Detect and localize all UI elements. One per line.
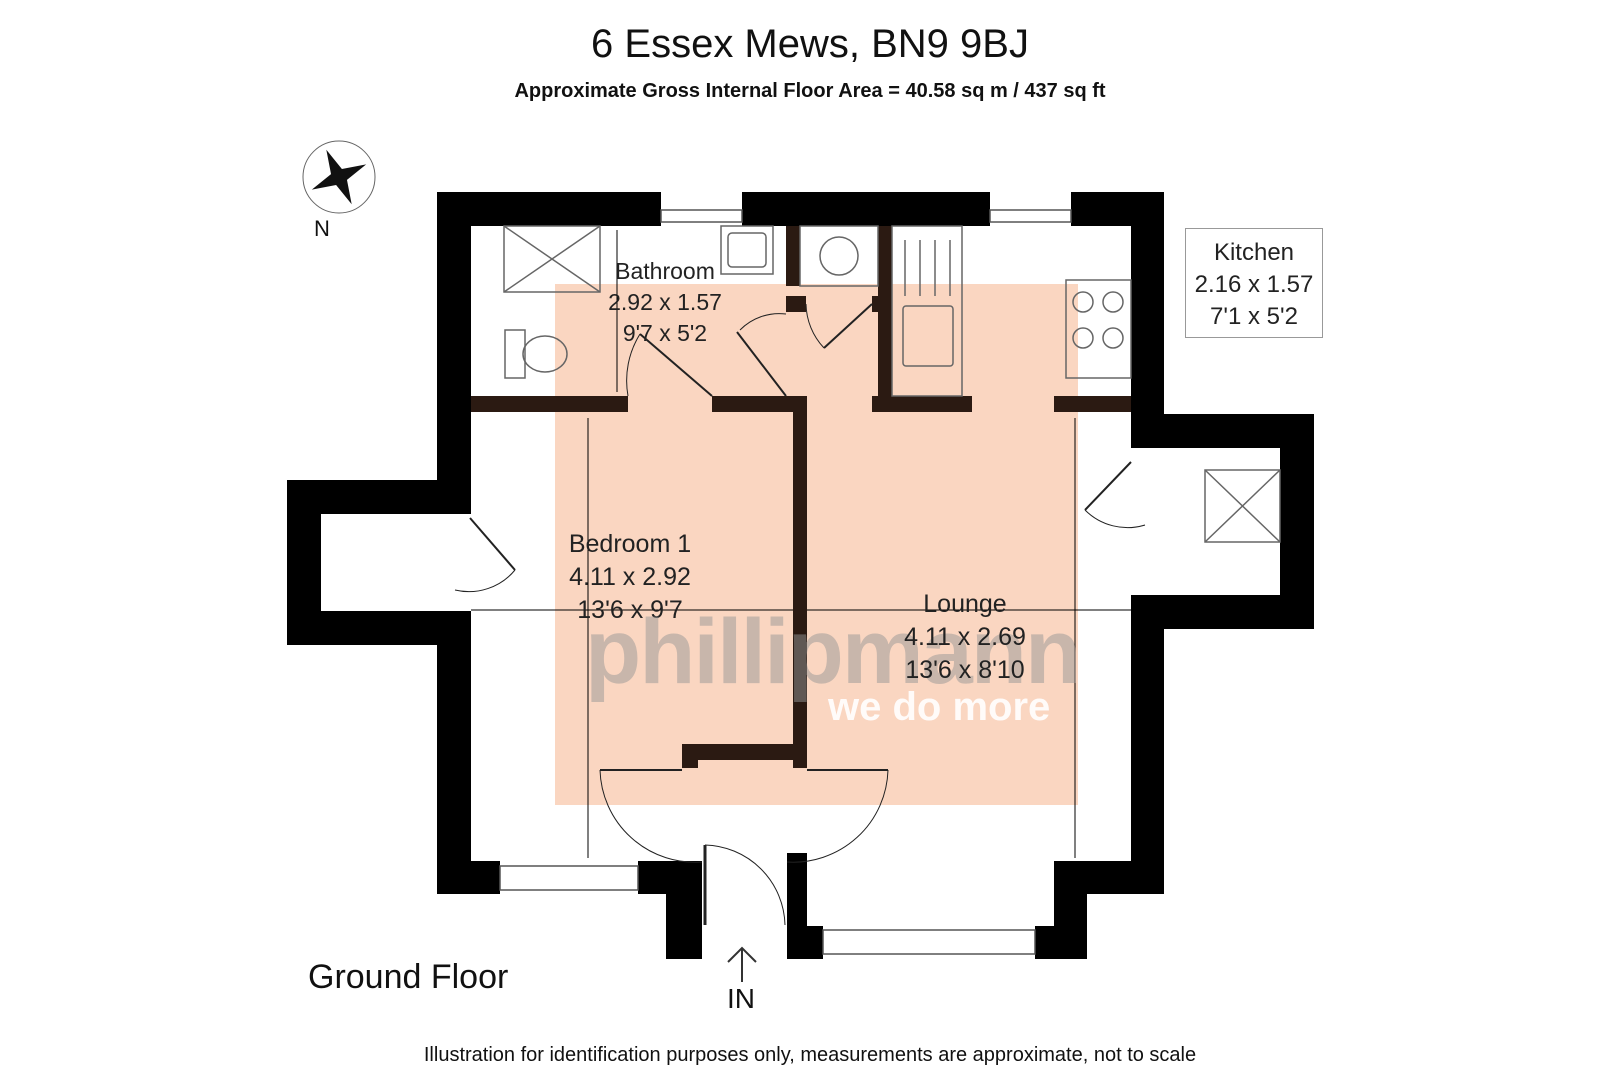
fixtures (503, 225, 1281, 543)
room-name: Lounge (923, 590, 1007, 618)
watermark-tagline: we do more (828, 685, 1051, 729)
room-name: Kitchen (1213, 239, 1295, 266)
room-imperial: 9'7 x 5'2 (622, 320, 708, 346)
room-imperial: 7'1 x 5'2 (1210, 303, 1298, 330)
floor-area-subtitle: Approximate Gross Internal Floor Area = … (514, 80, 1106, 102)
inner-walls (471, 226, 1131, 768)
dimension-markers (471, 230, 1131, 858)
door-swings (454, 303, 1146, 926)
floor-label: Ground Floor (308, 958, 509, 996)
room-lounge: Lounge 4.11 x 2.69 13'6 x 8'10 (880, 588, 1050, 687)
plan-title: 6 Essex Mews, BN9 9BJ (591, 22, 1029, 66)
room-metric: 4.11 x 2.92 (569, 563, 691, 591)
room-metric: 4.11 x 2.69 (904, 623, 1026, 651)
room-metric: 2.92 x 1.57 (608, 289, 722, 315)
disclaimer: Illustration for identification purposes… (423, 1044, 1197, 1066)
room-bathroom: Bathroom 2.92 x 1.57 9'7 x 5'2 (585, 256, 745, 349)
compass-north-label: N (314, 216, 330, 241)
room-name: Bathroom (615, 258, 715, 284)
entrance-label: IN (727, 983, 755, 1014)
outer-walls (287, 192, 1314, 959)
entrance-arrow-icon (727, 946, 757, 982)
windows (499, 209, 1072, 955)
room-imperial: 13'6 x 9'7 (577, 596, 683, 624)
watermark-box (555, 284, 1078, 805)
watermark-brand: phillipmann (585, 601, 1081, 703)
compass-rose-icon (302, 140, 376, 214)
room-kitchen: Kitchen 2.16 x 1.57 7'1 x 5'2 (1185, 228, 1323, 338)
room-imperial: 13'6 x 8'10 (905, 656, 1025, 684)
room-name: Bedroom 1 (568, 530, 692, 558)
room-metric: 2.16 x 1.57 (1194, 271, 1314, 298)
room-bedroom-1: Bedroom 1 4.11 x 2.92 13'6 x 9'7 (545, 528, 715, 627)
